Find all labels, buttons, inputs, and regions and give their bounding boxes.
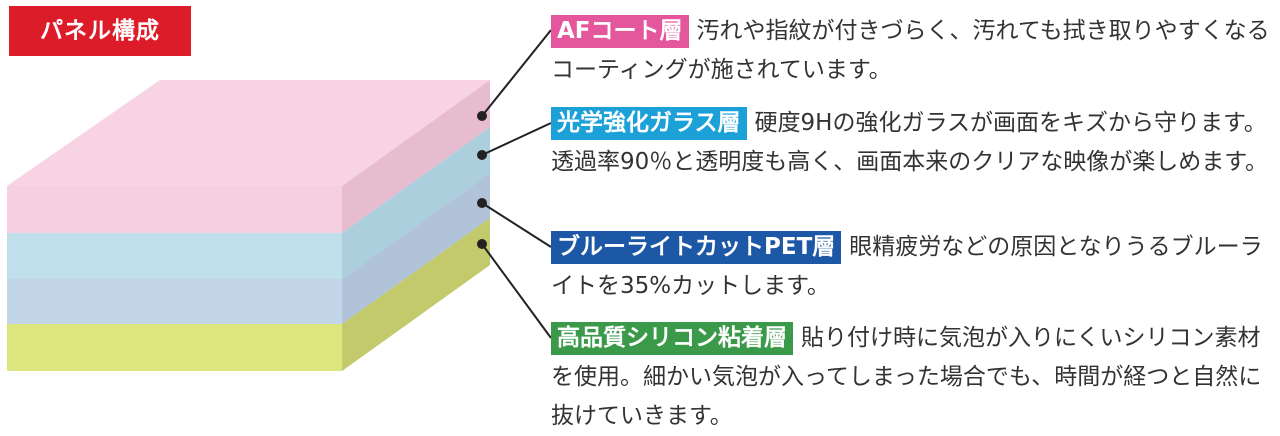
callout-pet: ブルーライトカットPET層眼精疲労などの原因となりうるブルーライトを35%カット…	[551, 228, 1271, 306]
layer-tag-pet: ブルーライトカットPET層	[551, 231, 842, 264]
callout-connector-pet	[477, 198, 552, 248]
layer-side-af-coat	[342, 80, 490, 233]
layer-front-af-coat	[7, 186, 342, 233]
layer-tag-glass: 光学強化ガラス層	[551, 107, 747, 140]
callout-glass: 光学強化ガラス層硬度9Hの強化ガラスが画面をキズから守ります。透過率90％と透明…	[551, 104, 1271, 182]
callout-connector-af-coat	[477, 29, 552, 121]
callout-connector-silicone	[477, 239, 552, 339]
layer-front-glass	[7, 233, 342, 279]
layer-side-glass	[342, 127, 490, 279]
layer-side-pet	[342, 173, 490, 324]
layer-desc-glass: 硬度9Hの強化ガラスが画面をキズから守ります。透過率90％と透明度も高く、画面本…	[551, 110, 1268, 175]
callout-af-coat: AFコート層汚れや指紋が付きづらく、汚れても拭き取りやすくなるコーティングが施さ…	[551, 12, 1271, 90]
layer-tag-silicone: 高品質シリコン粘着層	[551, 322, 793, 355]
callout-silicone: 高品質シリコン粘着層貼り付け時に気泡が入りにくいシリコン素材を使用。細かい気泡が…	[551, 319, 1271, 436]
callout-connector-glass	[477, 122, 552, 160]
stack-top-face	[7, 80, 490, 186]
layer-desc-pet: 眼精疲労などの原因となりうるブルーライトを35%カットします。	[551, 234, 1263, 299]
diagram-title: パネル構成	[9, 6, 191, 56]
layer-tag-af-coat: AFコート層	[551, 15, 689, 48]
layer-desc-af-coat: 汚れや指紋が付きづらく、汚れても拭き取りやすくなるコーティングが施されています。	[551, 18, 1270, 83]
layer-front-silicone	[7, 324, 342, 371]
layer-side-silicone	[342, 218, 490, 371]
layer-front-pet	[7, 279, 342, 324]
layer-desc-silicone: 貼り付け時に気泡が入りにくいシリコン素材を使用。細かい気泡が入ってしまった場合で…	[551, 325, 1262, 429]
